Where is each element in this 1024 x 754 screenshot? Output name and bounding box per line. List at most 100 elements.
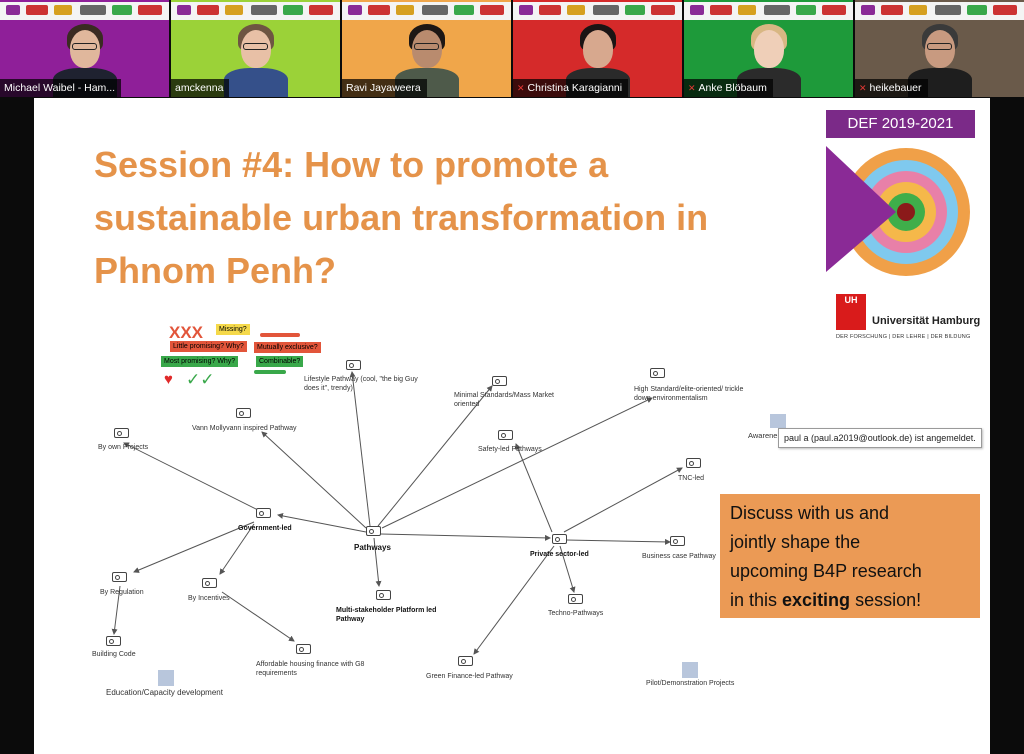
node-icon[interactable] <box>650 368 665 378</box>
node-icon[interactable] <box>686 458 701 468</box>
participant-face <box>753 30 784 68</box>
node-minimal-standards[interactable]: Minimal Standards/Mass Market oriented <box>454 392 554 408</box>
sponsor-logo-icon <box>422 5 448 15</box>
node-icon[interactable] <box>106 636 121 646</box>
discuss-box: Discuss with us and jointly shape the up… <box>720 494 980 618</box>
sponsor-logos-strip <box>513 2 682 20</box>
discuss-line-4: in this exciting session! <box>730 586 970 615</box>
node-tnc-led[interactable]: TNC-led <box>678 475 705 482</box>
node-high-standard[interactable]: High Standard/elite-oriented/ trickle do… <box>634 386 744 402</box>
sponsor-logo-icon <box>177 5 191 15</box>
sponsor-logo-icon <box>710 5 732 15</box>
uhh-mark-icon: UH <box>836 294 866 330</box>
discuss-line-1: Discuss with us and <box>730 503 890 523</box>
glasses-icon <box>413 43 439 50</box>
sponsor-logo-icon <box>764 5 790 15</box>
node-vann-mollyvann[interactable]: Vann Mollyvann inspired Pathway <box>192 425 297 432</box>
discuss-line-4-post: session! <box>850 590 922 610</box>
participant-name: Michael Waibel - Ham... <box>0 79 122 97</box>
participant-shoulders <box>223 68 288 97</box>
sponsor-logos-strip <box>171 2 340 20</box>
glasses-icon <box>242 43 268 50</box>
participant-name: amckenna <box>171 79 230 97</box>
mic-muted-icon: ✕ <box>688 83 696 93</box>
mic-muted-icon: ✕ <box>859 83 867 93</box>
participant-tile[interactable]: Ravi Jayaweera <box>342 0 511 97</box>
node-icon[interactable] <box>202 578 217 588</box>
sponsor-logo-icon <box>993 5 1017 15</box>
node-icon[interactable] <box>346 360 361 370</box>
participant-tile[interactable]: ✕Christina Karagianni <box>513 0 682 97</box>
participant-name: Ravi Jayaweera <box>342 79 427 97</box>
sponsor-logo-icon <box>651 5 675 15</box>
mic-muted-icon: ✕ <box>517 83 525 93</box>
node-affordable-housing[interactable]: Affordable housing finance with G8 requi… <box>256 661 365 677</box>
participant-name-text: amckenna <box>175 82 224 94</box>
participant-video-figure <box>216 20 296 97</box>
sponsor-logo-icon <box>861 5 875 15</box>
node-icon[interactable] <box>236 408 251 418</box>
sponsor-logo-icon <box>625 5 645 15</box>
node-icon[interactable] <box>492 376 507 386</box>
sponsor-logo-icon <box>309 5 333 15</box>
sponsor-logo-icon <box>539 5 561 15</box>
node-icon[interactable] <box>498 430 513 440</box>
participant-tile[interactable]: ✕heikebauer <box>855 0 1024 97</box>
participant-tile[interactable]: ✕Anke Blöbaum <box>684 0 853 97</box>
node-icon[interactable] <box>366 526 381 536</box>
sponsor-logo-icon <box>197 5 219 15</box>
education-square-icon <box>158 670 174 686</box>
node-icon[interactable] <box>376 590 391 600</box>
node-by-own-projects[interactable]: By own Projects <box>98 444 149 451</box>
node-icon[interactable] <box>112 572 127 582</box>
node-icon[interactable] <box>568 594 583 604</box>
participant-name: ✕Christina Karagianni <box>513 79 629 97</box>
sponsor-logo-icon <box>822 5 846 15</box>
sponsor-logo-icon <box>593 5 619 15</box>
sponsor-logo-icon <box>225 5 243 15</box>
sponsor-logo-icon <box>26 5 48 15</box>
node-education[interactable]: Education/Capacity development <box>106 688 223 697</box>
participant-face <box>582 30 613 68</box>
participant-name-text: heikebauer <box>869 82 922 94</box>
legend-most-promising: Most promising? Why? <box>161 356 239 367</box>
participant-tile[interactable]: Michael Waibel - Ham... <box>0 0 169 97</box>
node-by-regulation[interactable]: By Regulation <box>100 589 144 596</box>
node-safety-led[interactable]: Safety-led Pathways <box>478 446 542 453</box>
node-by-incentives[interactable]: By Incentives <box>188 595 230 602</box>
node-business-case[interactable]: Business case Pathway <box>642 553 716 560</box>
node-pathways[interactable]: Pathways <box>354 543 391 552</box>
sponsor-logo-icon <box>909 5 927 15</box>
sponsor-logo-icon <box>967 5 987 15</box>
node-icon[interactable] <box>114 428 129 438</box>
university-logo: UH Universität Hamburg DER FORSCHUNG | D… <box>836 294 986 344</box>
discuss-line-3: upcoming B4P research <box>730 561 922 581</box>
sponsor-logo-icon <box>567 5 585 15</box>
node-pilot-projects[interactable]: Pilot/Demonstration Projects <box>646 680 735 687</box>
node-icon[interactable] <box>458 656 473 666</box>
node-green-finance[interactable]: Green Finance-led Pathway <box>426 673 513 680</box>
participant-tile[interactable]: amckenna <box>171 0 340 97</box>
node-awareness[interactable]: Awarene <box>748 431 778 440</box>
node-government-led[interactable]: Government-led <box>238 525 292 532</box>
node-icon[interactable] <box>256 508 271 518</box>
node-icon[interactable] <box>296 644 311 654</box>
sponsor-logos-strip <box>342 2 511 20</box>
node-lifestyle[interactable]: Lifestyle Pathway (cool, "the big Guy do… <box>304 376 418 392</box>
node-icon[interactable] <box>552 534 567 544</box>
node-building-code[interactable]: Building Code <box>92 651 136 658</box>
sponsor-logo-icon <box>396 5 414 15</box>
node-techno-pathways[interactable]: Techno-Pathways <box>548 610 604 617</box>
node-multi-stakeholder[interactable]: Multi-stakeholder Platform led Pathway <box>336 607 437 623</box>
legend: XXX Missing? Little promising? Why? Mutu… <box>161 322 324 392</box>
discuss-line-4-pre: in this <box>730 590 783 610</box>
sponsor-logo-icon <box>80 5 106 15</box>
node-private-sector-led[interactable]: Private sector-led <box>530 551 589 558</box>
red-line-icon <box>260 333 300 337</box>
university-subtitle: DER FORSCHUNG | DER LEHRE | DER BILDUNG <box>836 334 971 340</box>
slide-title: Session #4: How to promote a sustainable… <box>94 144 709 291</box>
node-icon[interactable] <box>670 536 685 546</box>
sponsor-logo-icon <box>6 5 20 15</box>
sponsor-logo-icon <box>138 5 162 15</box>
heart-icon: ♥ <box>164 371 173 388</box>
